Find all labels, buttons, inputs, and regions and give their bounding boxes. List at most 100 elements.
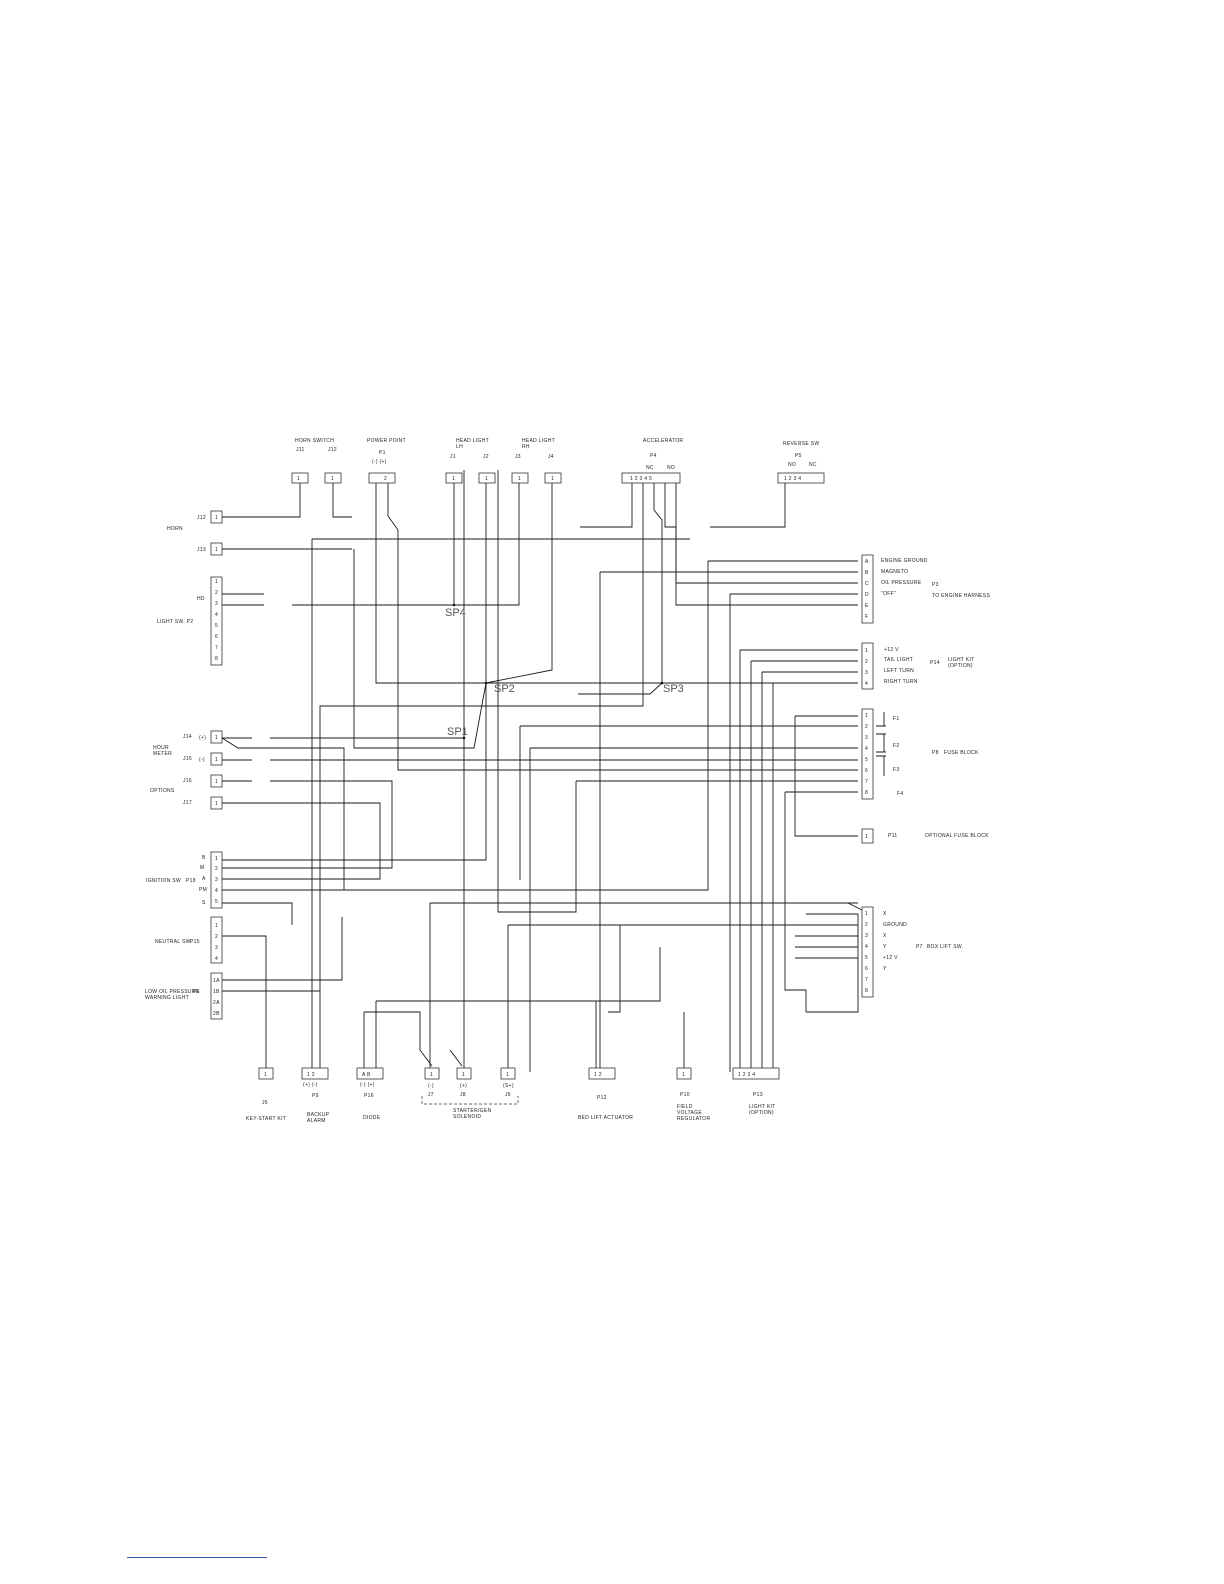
svg-text:1: 1 bbox=[506, 1072, 509, 1078]
svg-text:1: 1 bbox=[485, 476, 488, 482]
svg-text:3: 3 bbox=[865, 670, 868, 676]
p4-ref: P4 bbox=[650, 453, 657, 459]
plus-label: (+) bbox=[199, 735, 206, 741]
svg-text:E: E bbox=[865, 603, 869, 609]
diode-pins: (-) (+) bbox=[360, 1082, 375, 1088]
j14-left-ref: J14 bbox=[183, 734, 192, 740]
p8-ref: P8 bbox=[932, 750, 939, 756]
reverse-sw-label: REVERSE SW bbox=[783, 441, 819, 447]
bottom-connectors: 1 1 2 A B 1 1 1 1 2 1 1 2 3 4 bbox=[258, 1067, 780, 1105]
acc-no-label: NO bbox=[667, 465, 675, 471]
light-kit-opt-label: LIGHT KIT(OPTION) bbox=[948, 657, 975, 669]
j5-ref: J5 bbox=[262, 1100, 268, 1106]
p14-ref: P14 bbox=[930, 660, 940, 666]
svg-text:1: 1 bbox=[215, 547, 218, 553]
rev-no-label: NO bbox=[788, 462, 796, 468]
p13-ref: P13 bbox=[753, 1092, 763, 1098]
p15-ref: P15 bbox=[190, 939, 200, 945]
horn-switch-label: HORN SWITCH bbox=[295, 438, 334, 444]
hd-label: HD bbox=[197, 596, 205, 602]
p5-ref: P5 bbox=[795, 453, 802, 459]
j13-left-ref: J13 bbox=[197, 547, 206, 553]
svg-text:1 2 3 4: 1 2 3 4 bbox=[738, 1072, 755, 1078]
svg-text:8: 8 bbox=[865, 988, 868, 994]
svg-text:1: 1 bbox=[865, 648, 868, 654]
sp2-label: SP2 bbox=[494, 683, 515, 695]
top-connectors: 1 1 2 1 1 1 1 1 2 3 4 5 1 2 3 4 bbox=[291, 472, 825, 484]
oil-pressure-label: OIL PRESSURE bbox=[881, 580, 922, 586]
minus-label: (-) bbox=[199, 757, 205, 763]
box-lift-sw-label: BOX LIFT SW. bbox=[927, 944, 963, 950]
svg-text:B: B bbox=[865, 570, 869, 576]
p7-ref: P7 bbox=[916, 944, 923, 950]
svg-text:2: 2 bbox=[215, 590, 218, 596]
svg-text:3: 3 bbox=[215, 877, 218, 883]
svg-text:1: 1 bbox=[551, 476, 554, 482]
ignition-sw-label: IGNITION SW bbox=[146, 878, 181, 884]
rev-nc-label: NC bbox=[809, 462, 817, 468]
p10-ref: P10 bbox=[680, 1092, 690, 1098]
svg-text:D: D bbox=[865, 592, 869, 598]
j11-ref: J11 bbox=[296, 447, 305, 453]
j4-ref: J4 bbox=[548, 454, 554, 460]
f3-label: F3 bbox=[893, 767, 899, 773]
p9-ref: P9 bbox=[312, 1093, 319, 1099]
f4-label: F4 bbox=[897, 791, 903, 797]
svg-text:1: 1 bbox=[215, 515, 218, 521]
svg-text:3: 3 bbox=[215, 601, 218, 607]
sp4-label: SP4 bbox=[445, 607, 466, 619]
j2-ref: J2 bbox=[483, 454, 489, 460]
svg-text:1 2: 1 2 bbox=[307, 1072, 315, 1078]
j12-ref: J12 bbox=[328, 447, 337, 453]
j1-ref: J1 bbox=[450, 454, 456, 460]
svg-text:2: 2 bbox=[865, 922, 868, 928]
j12-left-ref: J12 bbox=[197, 515, 206, 521]
right-labels: ENGINE GROUND MAGNETO OIL PRESSURE "OFF"… bbox=[881, 558, 990, 972]
j15-left-ref: J15 bbox=[183, 756, 192, 762]
acc-nc-label: NC bbox=[646, 465, 654, 471]
j3-ref: J3 bbox=[515, 454, 521, 460]
key-start-kit-label: KEY-START KIT bbox=[246, 1116, 286, 1122]
svg-text:S: S bbox=[202, 900, 206, 906]
svg-text:4: 4 bbox=[215, 888, 218, 894]
svg-text:2B: 2B bbox=[213, 1011, 220, 1017]
j9-pol: (S+) bbox=[503, 1083, 514, 1089]
svg-text:5: 5 bbox=[215, 623, 218, 629]
svg-text:4: 4 bbox=[865, 746, 868, 752]
j8-pol: (+) bbox=[460, 1083, 467, 1089]
svg-text:1A: 1A bbox=[213, 978, 220, 984]
p12-ref: P12 bbox=[597, 1095, 607, 1101]
p18-ref: P18 bbox=[186, 878, 196, 884]
tail-light-label: TAIL LIGHT bbox=[884, 657, 913, 663]
j9-ref: J9 bbox=[505, 1092, 511, 1098]
svg-text:1: 1 bbox=[215, 801, 218, 807]
svg-text:2: 2 bbox=[215, 866, 218, 872]
svg-text:6: 6 bbox=[865, 768, 868, 774]
x1-label: X bbox=[883, 911, 887, 917]
magneto-label: MAGNETO bbox=[881, 569, 908, 575]
svg-text:5: 5 bbox=[865, 757, 868, 763]
off-label: "OFF" bbox=[881, 591, 896, 597]
svg-text:1: 1 bbox=[215, 735, 218, 741]
optional-fuse-block-label: OPTIONAL FUSE BLOCK bbox=[925, 833, 989, 839]
svg-text:PM: PM bbox=[199, 887, 207, 893]
light-kit-optional-label: LIGHT KIT(OPTION) bbox=[749, 1104, 776, 1116]
svg-text:1: 1 bbox=[462, 1072, 465, 1078]
svg-text:1: 1 bbox=[215, 779, 218, 785]
horn-label: HORN bbox=[167, 526, 183, 532]
x2-label: X bbox=[883, 933, 887, 939]
svg-text:1: 1 bbox=[452, 476, 455, 482]
svg-text:1: 1 bbox=[264, 1072, 267, 1078]
accelerator-label: ACCELERATOR bbox=[643, 438, 683, 444]
j17-left-ref: J17 bbox=[183, 800, 192, 806]
svg-text:5: 5 bbox=[865, 955, 868, 961]
svg-text:2: 2 bbox=[384, 476, 387, 482]
svg-text:1: 1 bbox=[215, 757, 218, 763]
